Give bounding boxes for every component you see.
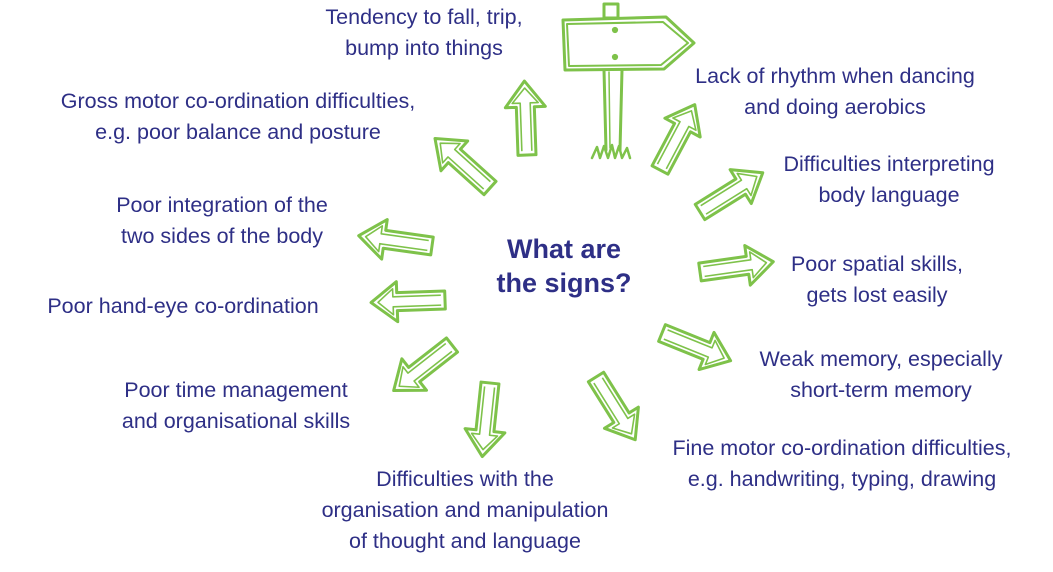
- sign-line: Fine motor co-ordination difficulties,: [672, 436, 1012, 460]
- arrow-icon: [357, 218, 435, 261]
- sign-body-language: Difficulties interpreting body language: [783, 149, 994, 211]
- arrow-icon: [463, 380, 507, 459]
- sign-lack-of-rhythm: Lack of rhythm when dancing and doing ae…: [695, 61, 975, 123]
- arrow-icon: [657, 323, 733, 372]
- sign-line: organisation and manipulation: [321, 498, 609, 522]
- sign-line: gets lost easily: [806, 283, 948, 307]
- sign-gross-motor: Gross motor co-ordination difficulties, …: [61, 86, 416, 148]
- sign-line: and doing aerobics: [744, 95, 926, 119]
- sign-line: Weak memory, especially: [759, 347, 1003, 371]
- central-question: What are the signs?: [496, 232, 631, 300]
- arrow-icon: [697, 244, 775, 287]
- arrow-icon: [433, 136, 498, 197]
- sign-line: of thought and language: [349, 529, 581, 553]
- signpost-icon: [561, 2, 696, 160]
- sign-line: Difficulties with the: [376, 467, 554, 491]
- arrow-icon: [586, 370, 640, 442]
- sign-line: Tendency to fall, trip,: [325, 5, 523, 29]
- arrow-icon: [369, 280, 447, 324]
- sign-line: Difficulties interpreting: [783, 152, 995, 176]
- arrow-icon: [392, 336, 460, 393]
- arrow-icon: [693, 168, 765, 222]
- sign-line: bump into things: [345, 36, 503, 60]
- sign-line: two sides of the body: [121, 224, 323, 248]
- sign-line: body language: [818, 183, 960, 207]
- sign-line: Lack of rhythm when dancing: [695, 64, 975, 88]
- sign-line: Poor time management: [124, 378, 348, 402]
- central-question-line-1: What are: [506, 234, 622, 264]
- sign-hand-eye: Poor hand-eye co-ordination: [47, 291, 318, 322]
- sign-line: e.g. poor balance and posture: [95, 120, 381, 144]
- sign-line: and organisational skills: [121, 409, 351, 433]
- arrow-icon: [503, 79, 547, 157]
- sign-line: short-term memory: [790, 378, 972, 402]
- arrow-icon: [650, 103, 702, 176]
- sign-weak-memory: Weak memory, especially short-term memor…: [760, 344, 1003, 406]
- sign-spatial-skills: Poor spatial skills, gets lost easily: [791, 249, 963, 311]
- sign-line: e.g. handwriting, typing, drawing: [687, 467, 997, 491]
- sign-tendency-to-fall: Tendency to fall, trip, bump into things: [325, 2, 522, 64]
- sign-thought-and-language: Difficulties with the organisation and m…: [322, 464, 609, 557]
- sign-line: Poor spatial skills,: [790, 252, 964, 276]
- sign-line: Poor integration of the: [116, 193, 328, 217]
- sign-line: Poor hand-eye co-ordination: [47, 294, 319, 318]
- sign-fine-motor: Fine motor co-ordination difficulties, e…: [673, 433, 1012, 495]
- sign-line: Gross motor co-ordination difficulties,: [60, 89, 416, 113]
- arrows: [357, 79, 775, 459]
- sign-time-management: Poor time management and organisational …: [122, 375, 350, 437]
- central-question-line-2: the signs?: [496, 268, 632, 298]
- sign-two-sides: Poor integration of the two sides of the…: [116, 190, 328, 252]
